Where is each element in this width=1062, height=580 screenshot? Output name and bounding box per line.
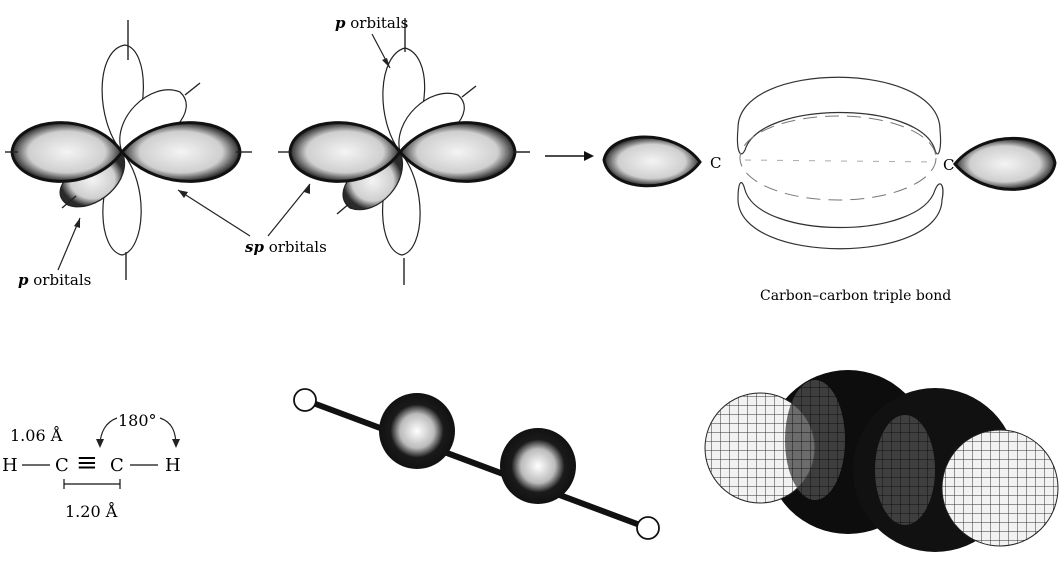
label-arrow — [178, 190, 250, 236]
sp-carbon-left — [5, 20, 252, 280]
axis-line — [337, 203, 350, 214]
triple-bond-orbitals: C C — [604, 77, 1055, 249]
atom-c-right: C — [110, 455, 124, 476]
sp-orbital-lobe — [955, 138, 1055, 189]
arrow-head — [74, 218, 80, 228]
transition-arrow — [545, 151, 594, 161]
arrow-head — [304, 184, 310, 194]
stick — [305, 400, 648, 528]
bond-angle: 180° — [118, 411, 157, 430]
atom-h-right: H — [165, 455, 181, 476]
hydrogen-sphere — [942, 430, 1058, 546]
ch-bond-length: 1.06 Å — [10, 425, 63, 445]
carbon-atom — [379, 393, 455, 469]
arrow-head — [178, 190, 188, 198]
triple-bond-symbol: ≡ — [76, 448, 98, 478]
p-orbitals-label-top: p orbitals — [335, 14, 408, 32]
atom-c-left: C — [55, 455, 69, 476]
cc-bond-length: 1.20 Å — [65, 501, 118, 521]
mesh-highlight — [875, 415, 935, 525]
label-arrow — [268, 184, 310, 236]
structural-formula: 1.06 Å 180° H C ≡ C H 1.20 Å — [2, 411, 181, 521]
atom-label-right: C — [943, 156, 954, 174]
carbon-atom — [500, 428, 576, 504]
triple-bond-caption: Carbon–carbon triple bond — [760, 288, 951, 304]
pi-bond-inner — [740, 116, 936, 200]
mesh-highlight — [785, 380, 845, 500]
pi-bond-lower — [738, 183, 943, 249]
p-orbitals-label-bottom: p orbitals — [18, 271, 91, 289]
space-filling-model — [705, 370, 1058, 552]
axis-line — [185, 83, 200, 95]
hydrogen-atom — [637, 517, 659, 539]
arrow-head — [172, 439, 180, 448]
sigma-axis — [745, 160, 935, 162]
hydrogen-atom — [294, 389, 316, 411]
axis-line — [462, 86, 476, 97]
arrow-head — [96, 439, 104, 448]
atom-h-left: H — [2, 455, 18, 476]
sp-orbital-lobe — [604, 137, 700, 186]
atom-label-left: C — [710, 154, 721, 172]
sp-orbitals-label: sp orbitals — [245, 238, 327, 256]
ball-and-stick-model — [294, 389, 659, 539]
